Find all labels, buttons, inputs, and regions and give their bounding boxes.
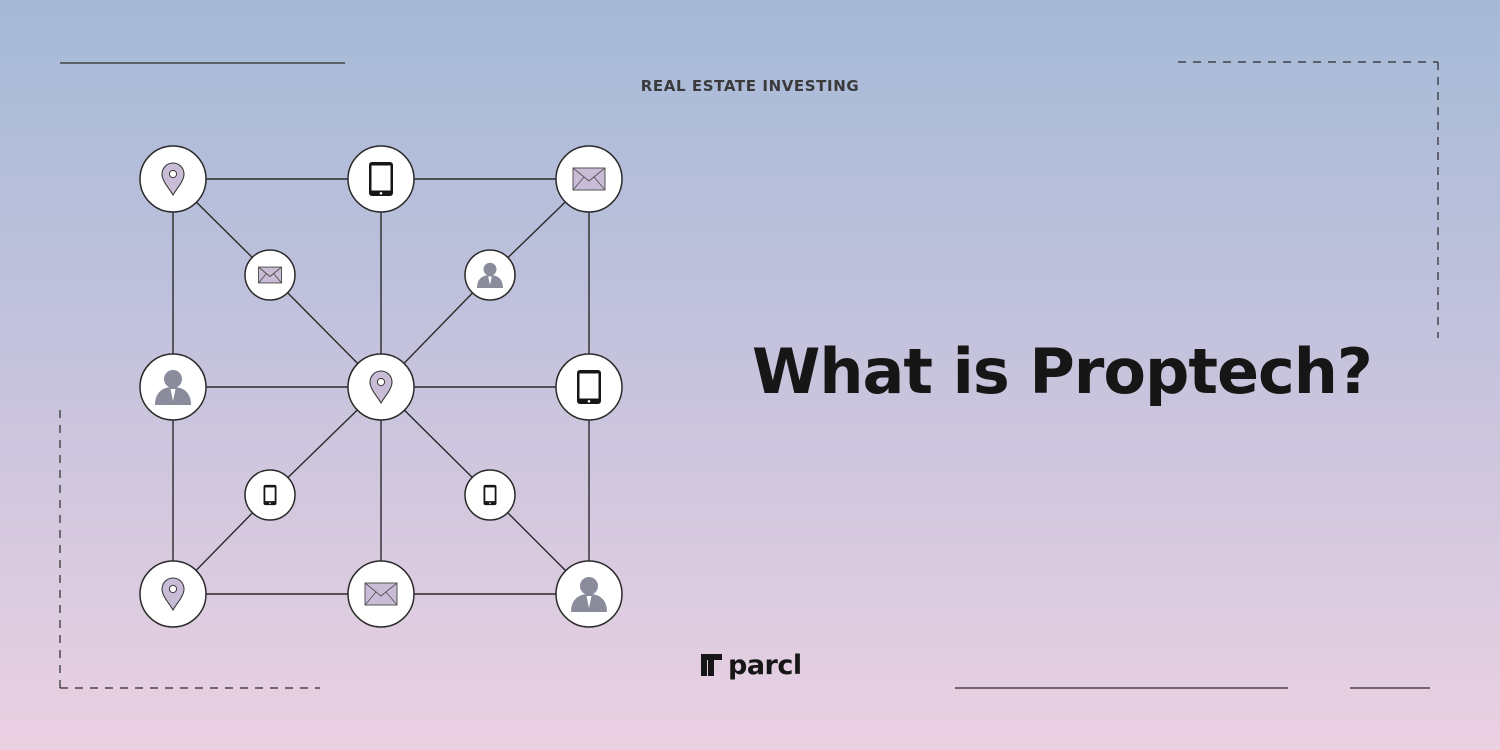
network-node-tr xyxy=(555,145,623,213)
brand-name: parcl xyxy=(728,649,802,681)
tablet-icon xyxy=(369,162,393,196)
user-icon xyxy=(571,577,607,612)
top-right-dashed-bracket xyxy=(1178,61,1439,338)
network-node-tm xyxy=(347,145,415,213)
network-nodes xyxy=(139,145,623,628)
phone-icon xyxy=(263,484,277,506)
network-node-c xyxy=(347,353,415,421)
user-icon xyxy=(155,370,191,405)
bottom-left-dashed-bracket xyxy=(59,410,320,689)
network-node-ll xyxy=(244,469,296,521)
tablet-icon xyxy=(577,370,601,404)
network-node-ur xyxy=(464,249,516,301)
location-pin-icon xyxy=(161,577,185,612)
envelope-icon xyxy=(364,582,398,606)
network-node-ul xyxy=(244,249,296,301)
page-title: What is Proptech? xyxy=(752,335,1373,408)
envelope-icon xyxy=(572,167,606,191)
phone-icon xyxy=(483,484,497,506)
parcl-mark-icon xyxy=(701,654,722,676)
network-node-ml xyxy=(139,353,207,421)
category-label: REAL ESTATE INVESTING xyxy=(640,77,860,95)
network-node-bm xyxy=(347,560,415,628)
network-node-br xyxy=(555,560,623,628)
location-pin-icon xyxy=(161,162,185,197)
envelope-icon xyxy=(257,266,283,284)
location-pin-icon xyxy=(369,370,393,405)
network-node-lr xyxy=(464,469,516,521)
network-node-bl xyxy=(139,560,207,628)
network-node-tl xyxy=(139,145,207,213)
network-node-mr xyxy=(555,353,623,421)
user-icon xyxy=(477,262,503,288)
brand-logo: parcl xyxy=(700,648,802,682)
